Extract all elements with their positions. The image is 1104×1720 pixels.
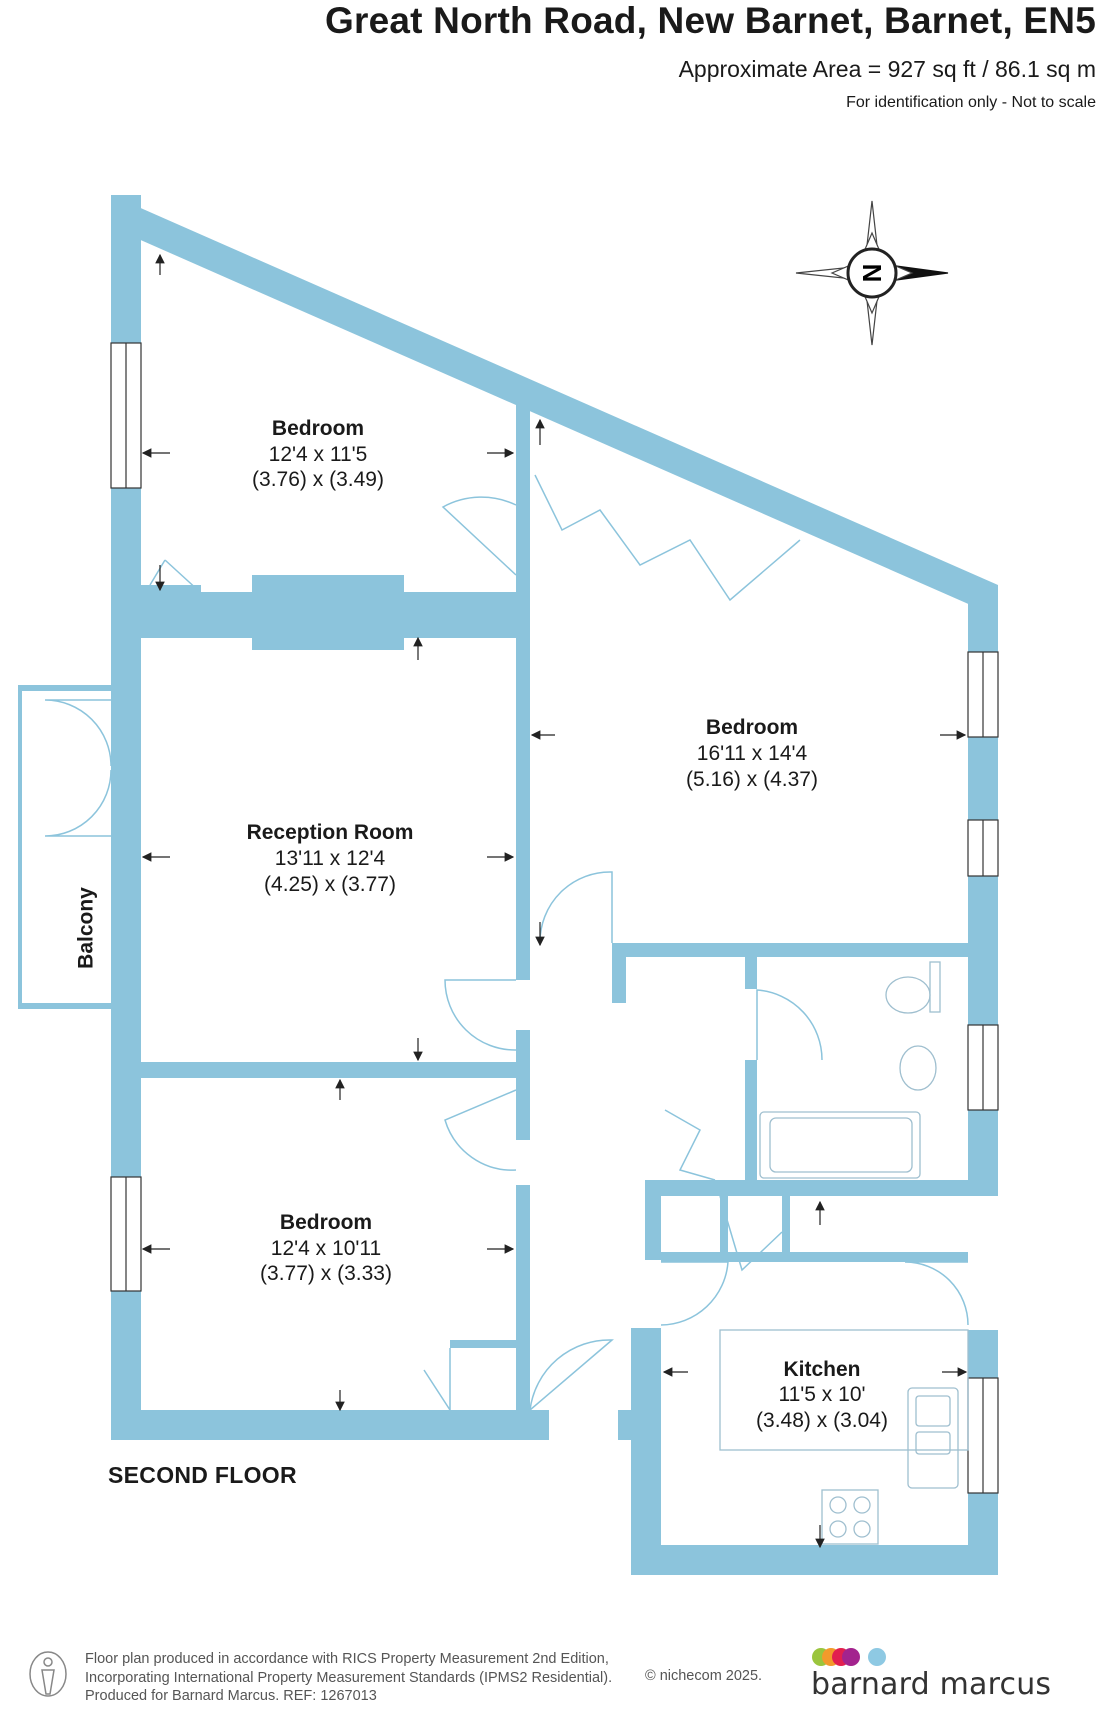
kitchen-left-wall — [631, 1328, 661, 1575]
bedroom3-cupboard-wall — [450, 1340, 520, 1348]
room-size-imperial-reception: 13'11 x 12'4 — [275, 847, 386, 870]
room-size-metric-bedroom-1: (3.76) x (3.49) — [252, 468, 384, 491]
cupboard-wall — [645, 1180, 661, 1260]
compass-icon: N — [795, 200, 949, 346]
cupboard-divider — [720, 1190, 728, 1260]
bathroom-fixtures — [759, 961, 941, 1179]
property-address-title: Great North Road, New Barnet, Barnet, EN… — [325, 0, 1096, 41]
central-wall-lower — [516, 1030, 530, 1140]
brand-logo-text: barnard marcus — [811, 1667, 1052, 1702]
worktop — [719, 1329, 969, 1451]
kitchen-corridor-wall — [612, 943, 626, 1003]
dimension-arrows — [141, 253, 968, 1549]
central-wall-upper — [516, 405, 530, 980]
slanted-exterior-wall — [111, 195, 998, 617]
door-hall-bottom — [529, 1339, 614, 1411]
identification-note: For identification only - Not to scale — [846, 94, 1096, 111]
cupboard-door — [719, 1195, 783, 1272]
room-size-metric-kitchen: (3.48) x (3.04) — [756, 1409, 888, 1432]
bath-icon — [759, 1111, 921, 1179]
hob-icon — [821, 1489, 879, 1545]
bathroom-left-wall — [745, 957, 757, 989]
room-name-bedroom-2: Bedroom — [706, 716, 798, 739]
wardrobe-corner-wall — [141, 585, 201, 597]
room-size-imperial-bedroom-2: 16'11 x 14'4 — [697, 742, 808, 765]
room-size-metric-reception: (4.25) x (3.77) — [264, 873, 396, 896]
footer-line-2: Incorporating International Property Mea… — [85, 1669, 613, 1686]
floor-label: SECOND FLOOR — [108, 1462, 297, 1488]
stair-notch — [618, 1410, 648, 1440]
room-name-reception: Reception Room — [247, 821, 414, 844]
room-name-balcony: Balcony — [75, 887, 98, 969]
bathroom-bottom-wall — [645, 1180, 998, 1196]
balcony-rail-bottom — [20, 1003, 111, 1009]
door-balcony — [44, 699, 112, 837]
kitchen-top-wall — [661, 1252, 968, 1262]
bedroom-bathroom-wall — [612, 943, 968, 957]
footer-disclaimer: Floor plan produced in accordance with R… — [85, 1650, 612, 1706]
footer-line-1: Floor plan produced in accordance with R… — [85, 1651, 609, 1667]
bottom-exterior-wall — [111, 1410, 549, 1440]
central-wall-bottom — [516, 1185, 530, 1410]
kitchen-bottom-wall — [631, 1545, 998, 1575]
toilet-cistern — [929, 961, 941, 1013]
approximate-area: Approximate Area = 927 sq ft / 86.1 sq m — [678, 56, 1096, 82]
windows — [110, 342, 999, 1494]
door-reception — [444, 979, 517, 1051]
sink-icon — [907, 1387, 959, 1489]
door-kitchen-right — [904, 1261, 969, 1326]
chimney-breast — [252, 575, 404, 650]
copyright-notice: © nichecom 2025. — [645, 1668, 763, 1684]
bedroom1-cupboard-door — [149, 559, 201, 593]
door-bedroom2 — [539, 871, 613, 944]
person-icon — [29, 1651, 67, 1697]
balcony-rail-top — [20, 685, 111, 691]
door-bedroom1 — [441, 496, 517, 576]
wardrobe-doors — [534, 474, 801, 602]
room-size-imperial-kitchen: 11'5 x 10' — [778, 1383, 865, 1406]
room-name-bedroom-1: Bedroom — [272, 417, 364, 440]
basin-icon — [899, 1045, 937, 1091]
bathroom-left-wall-lower — [745, 1060, 757, 1180]
compass-north-label: N — [857, 264, 887, 283]
bedroom3-cupboard-door — [423, 1348, 451, 1411]
brand-logo-dots — [812, 1648, 892, 1668]
room-size-imperial-bedroom-3: 12'4 x 10'11 — [271, 1237, 381, 1260]
door-bedroom3 — [444, 1089, 517, 1171]
door-swings — [44, 474, 969, 1411]
room-name-kitchen: Kitchen — [783, 1358, 860, 1381]
room-name-bedroom-3: Bedroom — [280, 1211, 372, 1234]
balcony-rail-side — [18, 685, 22, 1009]
room-size-metric-bedroom-3: (3.77) x (3.33) — [260, 1262, 392, 1285]
kitchen-fixtures — [719, 1329, 969, 1545]
cupboard-divider-2 — [782, 1190, 790, 1260]
footer-line-3: Produced for Barnard Marcus. REF: 126701… — [85, 1688, 377, 1704]
door-kitchen-left — [660, 1261, 729, 1326]
toilet-icon — [885, 976, 931, 1014]
reception-bedroom-wall — [141, 1062, 521, 1078]
hall-cupboard-door — [664, 1109, 716, 1181]
room-size-imperial-bedroom-1: 12'4 x 11'5 — [269, 443, 368, 466]
door-bathroom — [756, 989, 823, 1061]
room-size-metric-bedroom-2: (5.16) x (4.37) — [686, 768, 818, 791]
